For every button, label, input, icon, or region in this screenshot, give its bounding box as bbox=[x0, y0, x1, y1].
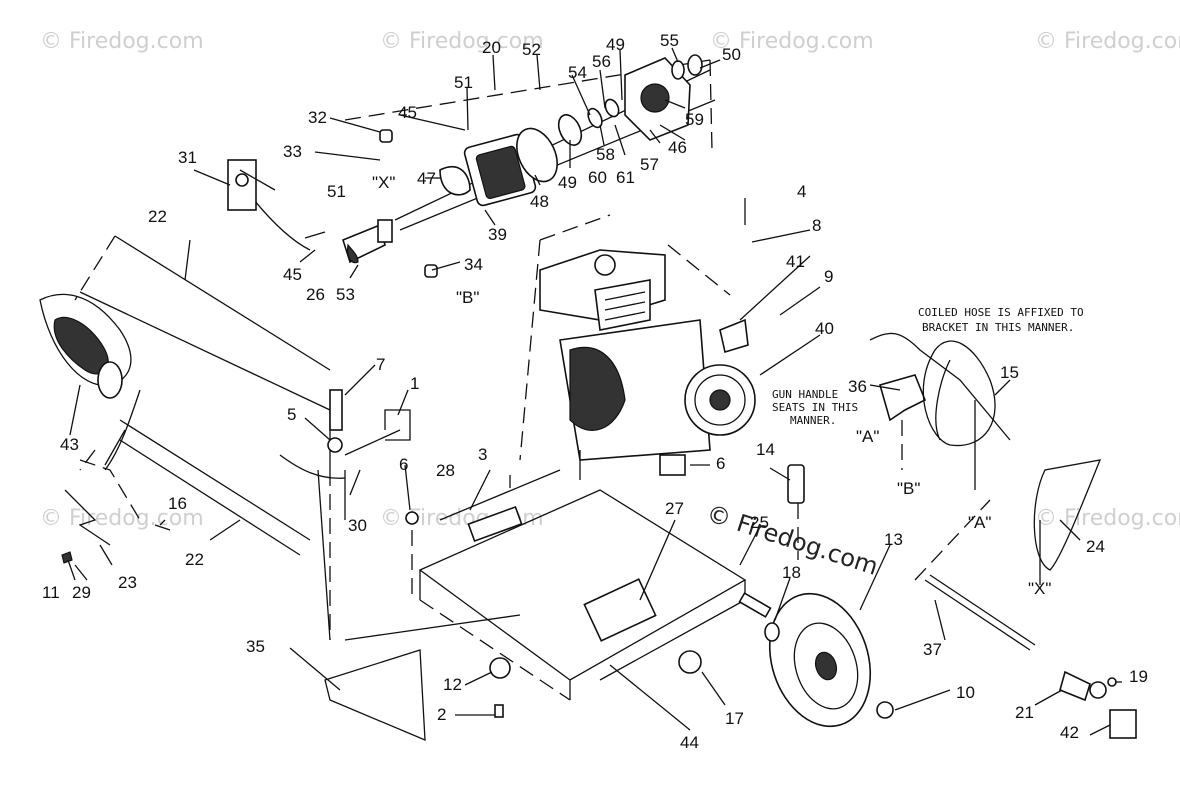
handle-frame bbox=[39, 235, 346, 641]
callout-36: 36 bbox=[848, 377, 867, 396]
callout-4: 4 bbox=[797, 182, 806, 201]
callout-48: 48 bbox=[530, 192, 549, 211]
callout-12: 12 bbox=[443, 675, 462, 694]
callout-23: 23 bbox=[118, 573, 137, 592]
callout-45: 45 bbox=[283, 265, 302, 284]
ref-label: "A" bbox=[856, 427, 879, 446]
callout-30: 30 bbox=[348, 516, 367, 535]
callout-31: 31 bbox=[178, 148, 197, 167]
callout-29: 29 bbox=[72, 583, 91, 602]
callout-labels: 1 2 3 4 6 6 7 8 9 10 11 12 13 14 15 16 1… bbox=[42, 31, 1148, 752]
ref-label: "B" bbox=[897, 479, 920, 498]
callout-22: 22 bbox=[148, 207, 167, 226]
base-chassis bbox=[324, 389, 747, 742]
ref-label: "X" bbox=[1028, 579, 1051, 598]
note-coiled-hose-1: COILED HOSE IS AFFIXED TO bbox=[918, 306, 1084, 319]
ref-label: "A" bbox=[968, 513, 991, 532]
small-parts-left bbox=[61, 459, 171, 564]
watermark: © Firedog.com bbox=[1035, 29, 1180, 54]
callout-58: 58 bbox=[596, 145, 615, 164]
callout-54: 54 bbox=[568, 63, 587, 82]
callout-13: 13 bbox=[884, 530, 903, 549]
callout-57: 57 bbox=[640, 155, 659, 174]
callout-18: 18 bbox=[782, 563, 801, 582]
callout-27: 27 bbox=[665, 499, 684, 518]
callout-11: 11 bbox=[42, 583, 60, 602]
pump-assembly bbox=[227, 54, 716, 278]
note-gun-handle-2: SEATS IN THIS bbox=[772, 401, 858, 414]
callout-34: 34 bbox=[464, 255, 483, 274]
callout-42: 42 bbox=[1060, 723, 1079, 742]
callout-56: 56 bbox=[592, 52, 611, 71]
callout-44: 44 bbox=[680, 733, 699, 752]
notes-group: COILED HOSE IS AFFIXED TO BRACKET IN THI… bbox=[372, 173, 1084, 598]
callout-59: 59 bbox=[685, 110, 704, 129]
callout-24: 24 bbox=[1086, 537, 1105, 556]
callout-33: 33 bbox=[283, 142, 302, 161]
note-gun-handle-1: GUN HANDLE bbox=[772, 388, 838, 401]
callout-8: 8 bbox=[812, 216, 821, 235]
callout-46: 46 bbox=[668, 138, 687, 157]
callout-55: 55 bbox=[660, 31, 679, 50]
callout-49: 49 bbox=[558, 173, 577, 192]
callout-14: 14 bbox=[756, 440, 775, 459]
callout-21: 21 bbox=[1015, 703, 1034, 722]
plate-part bbox=[324, 649, 426, 742]
callout-22: 22 bbox=[185, 550, 204, 569]
callout-5: 5 bbox=[287, 405, 296, 424]
callout-28: 28 bbox=[436, 461, 455, 480]
leader-lines bbox=[67, 47, 1122, 736]
callout-6: 6 bbox=[399, 455, 408, 474]
o-ring-part bbox=[516, 127, 558, 183]
callout-7: 7 bbox=[376, 355, 385, 374]
callout-51: 51 bbox=[327, 182, 346, 201]
callout-51: 51 bbox=[454, 73, 473, 92]
watermark: © Firedog.com bbox=[710, 29, 874, 54]
callout-32: 32 bbox=[308, 108, 327, 127]
callout-20: 20 bbox=[482, 38, 501, 57]
ref-label: "X" bbox=[372, 173, 395, 192]
callout-49: 49 bbox=[606, 35, 625, 54]
callout-52: 52 bbox=[522, 40, 541, 59]
callout-60: 60 bbox=[588, 168, 607, 187]
callout-47: 47 bbox=[417, 169, 436, 188]
callout-10: 10 bbox=[956, 683, 975, 702]
callout-17: 17 bbox=[725, 709, 744, 728]
note-gun-handle-3: MANNER. bbox=[790, 414, 836, 427]
callout-15: 15 bbox=[1000, 363, 1019, 382]
callout-53: 53 bbox=[336, 285, 355, 304]
callout-37: 37 bbox=[923, 640, 942, 659]
watermark: © Firedog.com bbox=[40, 29, 204, 54]
ref-label: "B" bbox=[456, 288, 479, 307]
callout-6: 6 bbox=[716, 454, 725, 473]
nozzle-part bbox=[1059, 670, 1091, 702]
callout-61: 61 bbox=[616, 168, 635, 187]
callout-50: 50 bbox=[722, 45, 741, 64]
note-coiled-hose-2: BRACKET IN THIS MANNER. bbox=[922, 321, 1074, 334]
watermark: © Firedog.com bbox=[40, 506, 204, 531]
fitting-part bbox=[787, 464, 805, 504]
callout-2: 2 bbox=[437, 705, 446, 724]
callout-41: 41 bbox=[786, 252, 805, 271]
watermark: © Firedog.com bbox=[1035, 506, 1180, 531]
callout-1: 1 bbox=[410, 374, 419, 393]
callout-25: 25 bbox=[750, 513, 769, 532]
callout-39: 39 bbox=[488, 225, 507, 244]
handle-grip-end bbox=[97, 361, 123, 399]
callout-40: 40 bbox=[815, 319, 834, 338]
callout-43: 43 bbox=[60, 435, 79, 454]
wheel-assembly bbox=[738, 464, 894, 728]
callout-45: 45 bbox=[398, 103, 417, 122]
callout-35: 35 bbox=[246, 637, 265, 656]
callout-26: 26 bbox=[306, 285, 325, 304]
callout-16: 16 bbox=[168, 494, 187, 513]
gun-lance-assembly bbox=[869, 332, 1137, 739]
callout-3: 3 bbox=[478, 445, 487, 464]
watermark: © Firedog.com bbox=[380, 29, 544, 54]
engine-assembly bbox=[519, 214, 756, 480]
callout-9: 9 bbox=[824, 267, 833, 286]
callout-19: 19 bbox=[1129, 667, 1148, 686]
